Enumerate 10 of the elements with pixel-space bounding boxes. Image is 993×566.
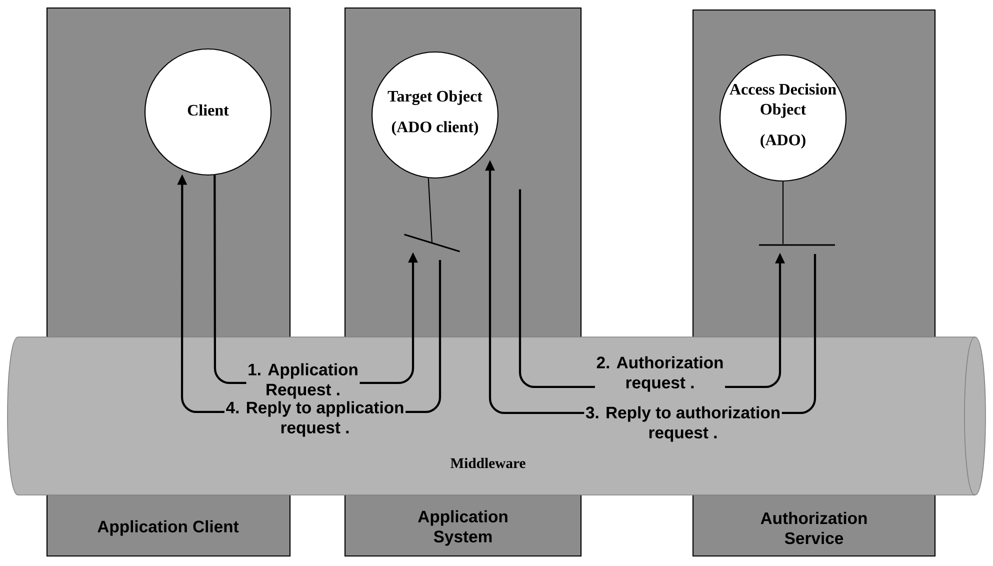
column-label: Application Client xyxy=(98,520,239,536)
edge-label: 3. Reply to authorization request . xyxy=(584,404,782,444)
connector-line xyxy=(428,178,433,244)
column-label: Application System xyxy=(418,510,508,546)
pipe-label: Middleware xyxy=(450,458,526,468)
edge-label: 4. Reply to application request . xyxy=(224,400,406,438)
column-label: Authorization Service xyxy=(760,512,867,544)
edge-label: 2. Authorization request . xyxy=(594,354,726,394)
edge-label: 1. Application Request . xyxy=(246,362,360,400)
connector-line xyxy=(782,182,784,244)
